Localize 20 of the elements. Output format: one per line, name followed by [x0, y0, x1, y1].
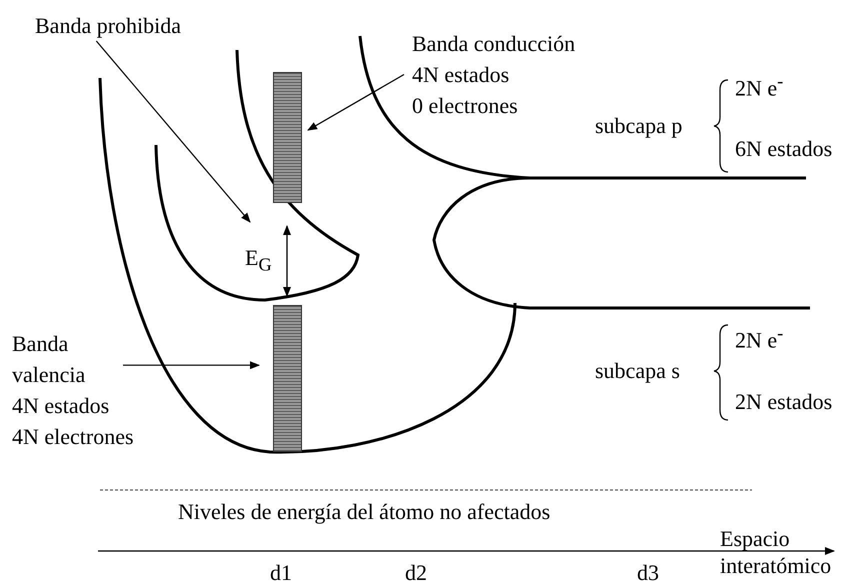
- band-label: Banda conducción 4N estados 0 electrones: [412, 28, 576, 121]
- axis-title: Espacio interatómico: [720, 525, 832, 579]
- shell-info: 2N e$^{-}$: [735, 322, 784, 354]
- shell-info: 2N estados: [735, 388, 832, 416]
- dimension-label: E$_{G}$: [245, 244, 272, 276]
- tick-label: d3: [637, 559, 659, 581]
- subshell-label: subcapa s: [595, 357, 680, 385]
- energy-band-bar: [273, 305, 302, 452]
- tick-label: d2: [405, 559, 427, 581]
- energy-band-bar: [273, 72, 302, 203]
- band-label: Banda prohibida: [35, 10, 182, 41]
- leader-line: [96, 40, 251, 223]
- leader-line: [307, 74, 404, 131]
- band-label: Banda valencia 4N estados 4N electrones: [12, 328, 134, 452]
- shell-info: 6N estados: [735, 135, 832, 163]
- shell-info: 2N e$^{-}$: [735, 70, 784, 102]
- subshell-label: subcapa p: [595, 112, 682, 140]
- tick-label: d1: [270, 559, 292, 581]
- note-text: Niveles de energía del átomo no afectados: [178, 498, 550, 526]
- leader-line: [122, 361, 260, 370]
